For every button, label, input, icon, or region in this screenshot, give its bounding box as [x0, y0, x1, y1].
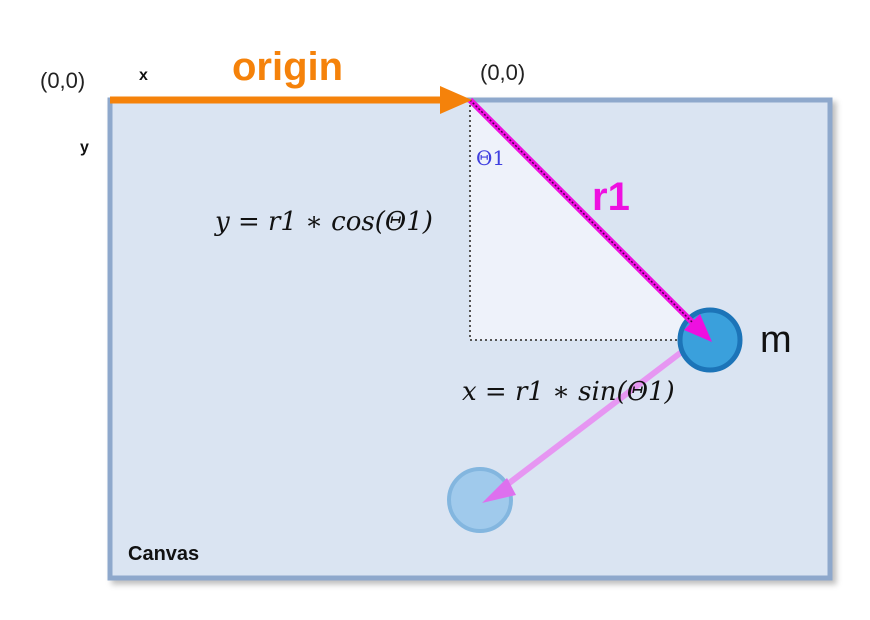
window-origin-label: (0,0) — [40, 68, 85, 93]
velocity-arrowhead — [482, 478, 516, 503]
r1-arrow-center-dots — [469, 99, 699, 329]
canvas-origin-label: (0,0) — [480, 60, 525, 85]
canvas-label: Canvas — [128, 543, 199, 565]
origin-arrowhead — [440, 86, 472, 114]
x-formula: x = r1 ∗ sin(Θ1) — [462, 377, 675, 407]
y-axis-label: y — [80, 139, 89, 156]
r1-arrowhead — [684, 314, 712, 342]
y-formula: y = r1 ∗ cos(Θ1) — [214, 207, 433, 237]
mass-label: m — [760, 319, 792, 361]
theta-label: Θ1 — [476, 146, 505, 170]
velocity-arrow — [498, 335, 702, 493]
r1-arrow-shaft — [467, 97, 703, 333]
x-axis-label: x — [139, 67, 148, 84]
origin-label: origin — [232, 45, 343, 89]
ghost-ball-icon — [447, 467, 513, 533]
r1-label: r1 — [592, 175, 630, 219]
